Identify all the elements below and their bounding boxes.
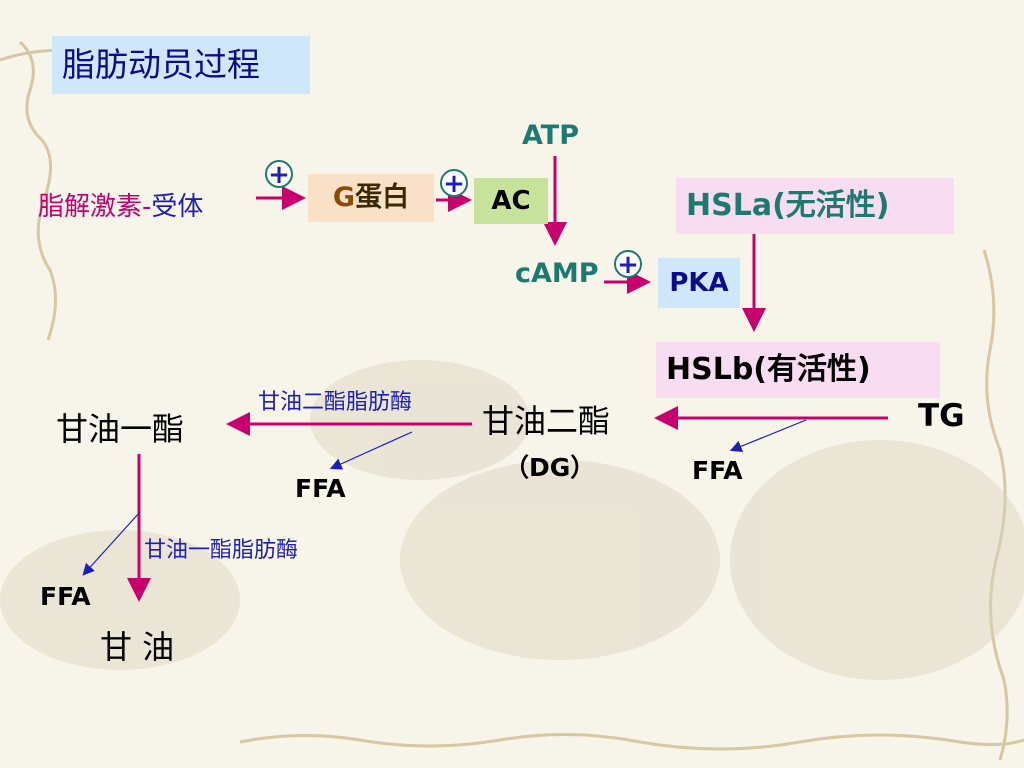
hsla-inactive-box: HSLa(无活性) bbox=[676, 178, 954, 234]
glycerol-label: 甘 油 bbox=[100, 628, 175, 666]
arrow-ffa-from-tg bbox=[729, 419, 807, 452]
atp-label: ATP bbox=[522, 120, 580, 151]
activation-plus-3: + bbox=[614, 250, 642, 278]
adenylate-cyclase-box: AC bbox=[474, 178, 548, 224]
ffa-label-dg: FFA bbox=[295, 474, 346, 503]
ffa-label-tg: FFA bbox=[692, 456, 743, 485]
enzyme-dg-lipase: 甘油二酯脂肪酶 bbox=[258, 390, 413, 415]
activation-plus-1: + bbox=[265, 160, 293, 188]
arrow-ffa-from-dg bbox=[329, 431, 413, 470]
ffa-label-mg: FFA bbox=[40, 582, 91, 611]
diglyceride-label: 甘油二酯 bbox=[482, 402, 611, 440]
arrow-ffa-from-mg bbox=[82, 511, 141, 576]
activation-plus-2: + bbox=[440, 169, 468, 197]
hormone-receptor-label: 脂解激素-受体 bbox=[38, 186, 203, 223]
enzyme-mg-lipase: 甘油一酯脂肪酶 bbox=[144, 538, 299, 563]
camp-label: cAMP bbox=[515, 258, 599, 289]
tg-label: TG bbox=[918, 398, 965, 434]
monoglyceride-label: 甘油一酯 bbox=[56, 410, 185, 448]
g-protein-box: G蛋白 bbox=[308, 174, 434, 222]
hslb-active-box: HSLb(有活性) bbox=[656, 342, 940, 398]
diglyceride-abbr: （DG） bbox=[504, 453, 596, 482]
g-protein-text: 蛋白 bbox=[355, 182, 410, 213]
dash-text: - bbox=[142, 192, 152, 222]
pka-box: PKA bbox=[658, 258, 740, 308]
hormone-text: 脂解激素 bbox=[38, 192, 143, 222]
receptor-text: 受体 bbox=[151, 192, 204, 222]
g-letter: G bbox=[332, 182, 356, 213]
page-title: 脂肪动员过程 bbox=[52, 36, 310, 94]
